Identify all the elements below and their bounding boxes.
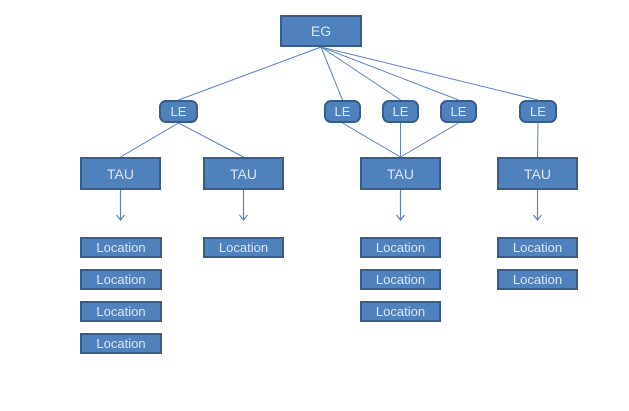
- node-le-2: LE: [324, 100, 361, 123]
- node-location-1-1: Location: [80, 237, 162, 258]
- arrowhead-icon: [116, 214, 125, 221]
- connector-line: [537, 122, 539, 158]
- node-location-3-3: Location: [360, 301, 441, 322]
- node-location-1-4: Location: [80, 333, 162, 354]
- node-le-5: LE: [519, 100, 557, 123]
- node-tau-3: TAU: [360, 157, 441, 190]
- arrowhead-icon: [533, 214, 542, 221]
- connector-line: [400, 122, 459, 158]
- arrowhead-icon: [396, 214, 405, 221]
- arrowhead-icon: [239, 214, 248, 221]
- node-location-1-2: Location: [80, 269, 162, 290]
- node-le-3: LE: [382, 100, 419, 123]
- node-tau-2: TAU: [203, 157, 284, 190]
- connector-line: [342, 122, 401, 158]
- node-location-3-1: Location: [360, 237, 441, 258]
- node-location-4-2: Location: [497, 269, 578, 290]
- node-location-4-1: Location: [497, 237, 578, 258]
- node-tau-4: TAU: [497, 157, 578, 190]
- connector-line: [120, 122, 179, 158]
- connector-line: [320, 46, 459, 101]
- connector-line: [178, 46, 322, 101]
- connector-line: [178, 122, 244, 158]
- node-location-2-1: Location: [203, 237, 284, 258]
- node-eg: EG: [280, 15, 362, 47]
- connector-line: [320, 46, 401, 101]
- node-le-4: LE: [440, 100, 477, 123]
- connector-line: [320, 46, 343, 101]
- connector-line: [320, 46, 539, 101]
- node-location-1-3: Location: [80, 301, 162, 322]
- node-tau-1: TAU: [80, 157, 161, 190]
- node-location-3-2: Location: [360, 269, 441, 290]
- node-le-1: LE: [159, 100, 198, 123]
